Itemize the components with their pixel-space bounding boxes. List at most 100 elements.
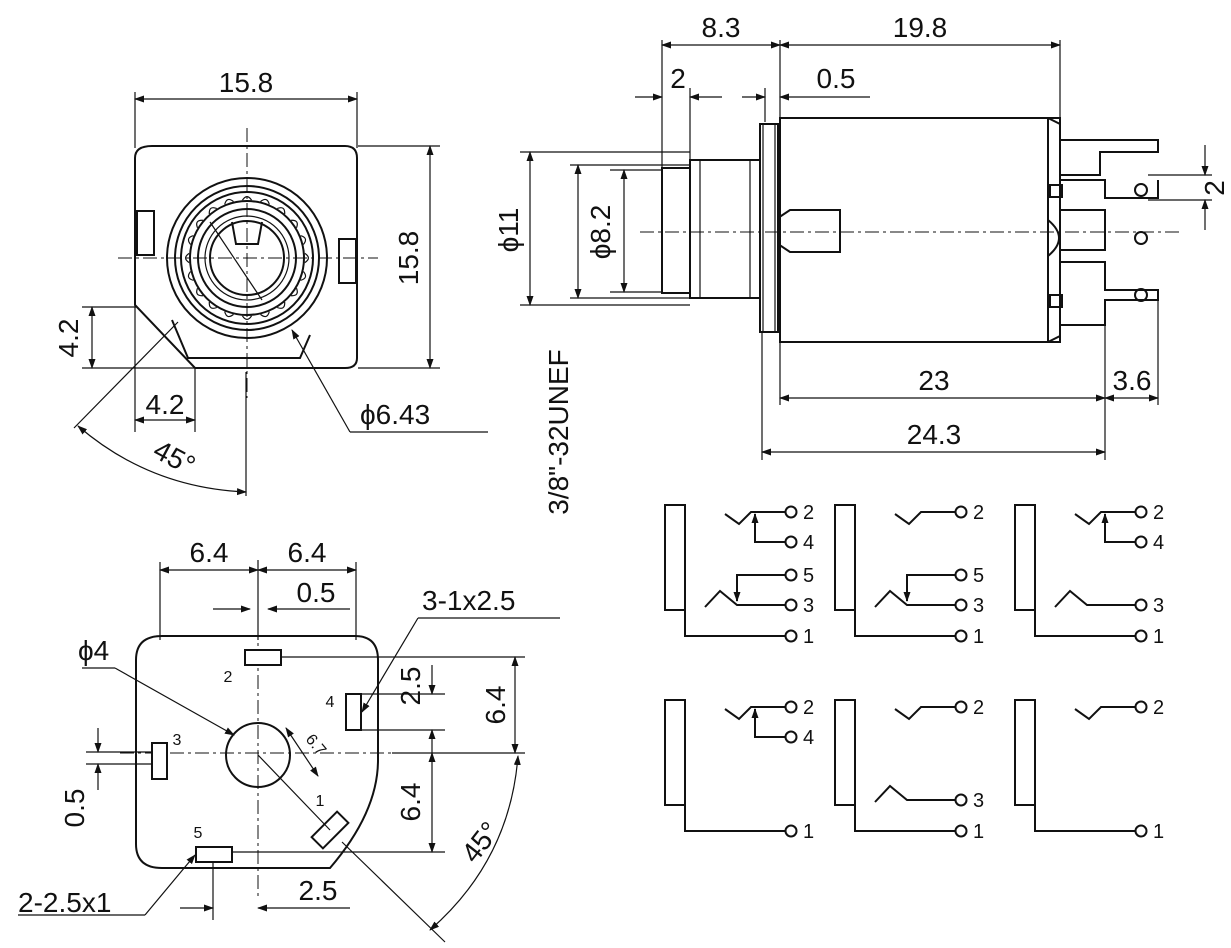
pin-label-5: 5 (194, 825, 203, 842)
knurl-tooth (196, 287, 204, 297)
front-thread-diameter-label: ϕ6.43 (360, 399, 430, 430)
schematic-terminal (954, 793, 968, 807)
schematic-pin-label: 1 (803, 626, 814, 648)
schematic-sleeve (834, 504, 856, 611)
schematic-terminal (784, 568, 798, 582)
side-pin-pitch-label: 2 (1199, 180, 1230, 196)
knurl-tooth (185, 252, 190, 264)
knurl-tooth (276, 207, 286, 215)
knurl-tooth (187, 271, 194, 281)
schematic-terminal (784, 505, 798, 519)
pin-label-3: 3 (173, 732, 182, 749)
footprint-slot-spec-label: 3-1x2.5 (422, 585, 515, 616)
front-view: 15.8 15.8 4.2 4.2 (53, 67, 488, 496)
side-thread-spec-label: 3/8"-32UNEF (543, 349, 574, 515)
schematic-pin-label: 1 (973, 821, 984, 843)
footprint-half-width-left-label: 6.4 (190, 537, 229, 568)
schematic-sleeve (664, 504, 686, 611)
knurl-tooth (224, 311, 234, 318)
schematic-terminal (784, 730, 798, 744)
schematic-terminal (784, 629, 798, 643)
side-body-length-label: 19.8 (893, 12, 948, 43)
schematic-sleeve (834, 699, 856, 806)
knurl-tooth (300, 235, 307, 245)
schematic-pin-label: 3 (973, 595, 984, 617)
schematic-terminal (954, 568, 968, 582)
schematic-pin-label: 2 (973, 697, 984, 719)
schematic-terminal (1134, 629, 1148, 643)
knurl-tooth (224, 198, 234, 205)
schematic-terminal (954, 598, 968, 612)
knurl-tooth (196, 219, 204, 229)
schematic-terminal (1134, 700, 1148, 714)
schematic-pin-label: 1 (1153, 821, 1164, 843)
schematic-terminal (954, 629, 968, 643)
schematic-terminal (784, 598, 798, 612)
knurl-tooth (304, 252, 309, 264)
knurl-tooth (260, 311, 270, 318)
pin-label-1: 1 (316, 793, 325, 810)
schematic-pin-label: 4 (803, 727, 814, 749)
schematic-pin-label: 2 (973, 502, 984, 524)
footprint-angle-label: 45° (455, 816, 505, 868)
footprint-pitch-upper-label: 6.4 (480, 686, 511, 725)
schematic-6: 21 (1014, 697, 1164, 843)
side-shaft-length-label: 8.3 (702, 12, 741, 43)
pin-label-2: 2 (224, 669, 233, 686)
schematic-pin-label: 3 (803, 595, 814, 617)
side-inner-diameter-label: ϕ8.2 (585, 205, 616, 260)
knurl-tooth (260, 198, 270, 205)
side-body-inner-length-label: 23 (918, 365, 949, 396)
schematic-terminal (1134, 824, 1148, 838)
knurl-tooth (290, 287, 298, 297)
schematic-sleeve (1014, 504, 1036, 611)
schematic-terminal (784, 700, 798, 714)
footprint-pin-offset-left-label: 0.5 (59, 789, 90, 828)
front-knurl-teeth (185, 196, 309, 320)
pin-label-4: 4 (326, 694, 335, 711)
schematic-pin-label: 5 (973, 565, 984, 587)
side-outer-diameter-label: ϕ11 (493, 208, 524, 253)
pcb-footprint: 6.4 6.4 0.5 2 4 3 1 5 3-1x2.5 ϕ4 (18, 537, 560, 943)
footprint-pitch-lower-label: 6.4 (395, 783, 426, 822)
schematic-terminal (954, 700, 968, 714)
schematic-pin-label: 4 (1153, 532, 1164, 554)
schematic-pin-label: 3 (973, 790, 984, 812)
knurl-tooth (300, 271, 307, 281)
schematic-sleeve (1014, 699, 1036, 806)
footprint-pin-height-label: 2.5 (395, 667, 426, 706)
schematic-terminal (1134, 535, 1148, 549)
side-total-length-label: 24.3 (907, 419, 962, 450)
schematic-terminal (954, 824, 968, 838)
knurl-tooth (208, 207, 218, 215)
schematic-pin-label: 4 (803, 532, 814, 554)
footprint-diagonal-label: 6.7 (302, 731, 329, 759)
schematic-pin-label: 2 (1153, 502, 1164, 524)
schematic-sleeve (664, 699, 686, 806)
side-pin-length-label: 3.6 (1113, 365, 1152, 396)
front-width-label: 15.8 (219, 67, 274, 98)
side-panel-thickness-label: 0.5 (817, 63, 856, 94)
front-height-label: 15.8 (393, 231, 424, 286)
schematic-2: 2 5 3 1 (834, 502, 984, 648)
knurl-tooth (290, 219, 298, 229)
schematic-terminal (784, 535, 798, 549)
side-nut-thickness-label: 2 (670, 63, 686, 94)
knurl-tooth (187, 235, 194, 245)
front-body-outline (134, 145, 358, 369)
footprint-pin-spacing-bottom-label: 2.5 (299, 875, 338, 906)
front-offset-horizontal-label: 4.2 (146, 389, 185, 420)
footprint-pad-spec-label: 2-2.5x1 (18, 887, 111, 918)
schematic-pin-label: 5 (803, 565, 814, 587)
schematic-pin-label: 1 (973, 626, 984, 648)
footprint-half-width-right-label: 6.4 (288, 537, 327, 568)
knurl-tooth (241, 315, 253, 320)
side-view: 8.3 19.8 2 0.5 (493, 12, 1230, 515)
schematic-4: 241 (664, 697, 814, 843)
schematic-pin-label: 3 (1153, 595, 1164, 617)
schematic-terminal (784, 824, 798, 838)
